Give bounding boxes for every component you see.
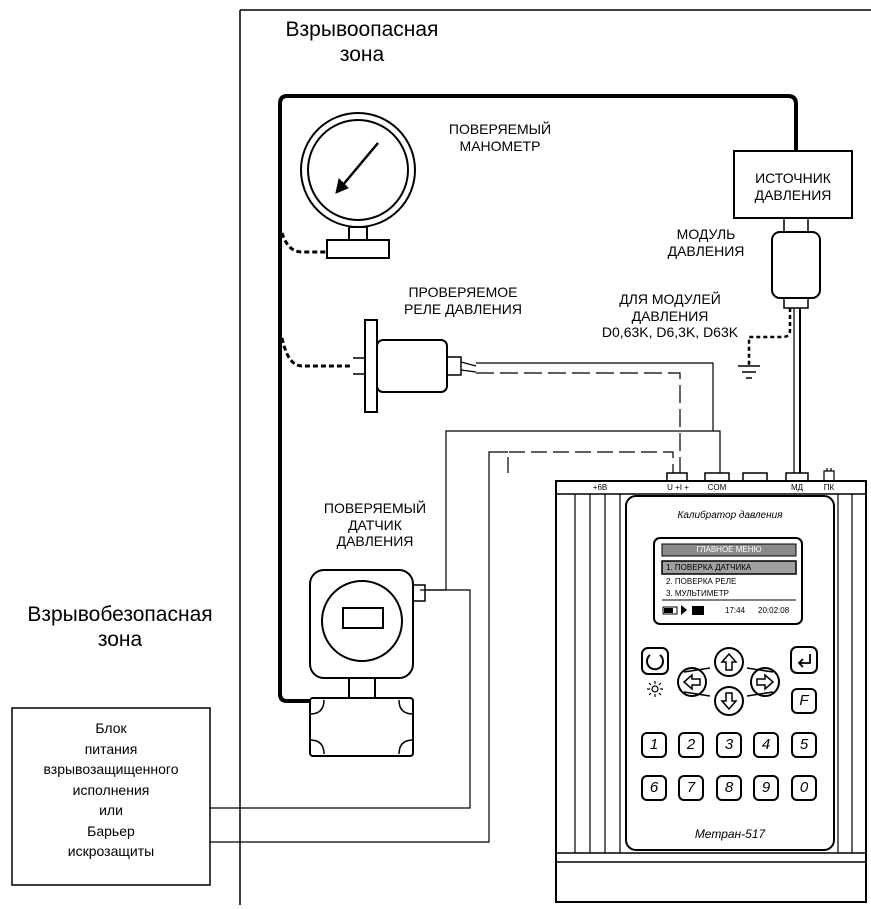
pressure-line (278, 94, 798, 703)
relay-label: ПРОВЕРЯЕМОЕ РЕЛЕ ДАВЛЕНИЯ (404, 284, 522, 317)
label-md: МД (790, 483, 804, 492)
manometer-base (326, 239, 390, 259)
safe-zone-label: Взрывобезопасная зона (27, 603, 213, 651)
digit-key-9[interactable]: 9 (753, 775, 779, 801)
lcd-frame (653, 537, 803, 625)
down-key (714, 686, 744, 716)
hazardous-zone-label: Взрывоопасная зона (285, 18, 439, 66)
modules-note: ДЛЯ МОДУЛЕЙ ДАВЛЕНИЯ D0,63K, D6,3K, D63K (601, 291, 739, 341)
sensor-body (309, 697, 414, 757)
power-block-label: Блок питания взрывозащищенного исполнени… (43, 720, 179, 859)
calibrator-front-panel (625, 495, 835, 851)
digit-key-5[interactable]: 5 (791, 732, 817, 758)
lcd-time-2: 20:02:08 (758, 606, 790, 615)
lcd-time-1: 17:44 (725, 606, 746, 615)
sensor-label: ПОВЕРЯЕМЫЙ ДАТЧИК ДАВЛЕНИЯ (323, 500, 427, 550)
relay-flange (364, 319, 378, 413)
label-ui: U +I + (667, 483, 689, 492)
digit-key-2[interactable]: 2 (678, 732, 704, 758)
lcd-header: ГЛАВНОЕ МЕНЮ (696, 545, 762, 554)
relay-tap (280, 337, 352, 368)
pressure-source-label: ИСТОЧНИК ДАВЛЕНИЯ (754, 170, 832, 203)
pressure-module-body (771, 231, 821, 299)
calibrator-title: Калибратор давления (677, 510, 783, 521)
connector-blank (742, 472, 768, 482)
right-key (750, 667, 780, 697)
digit-key-0[interactable]: 0 (791, 775, 817, 801)
module-ground-dashed (747, 308, 792, 366)
label-plus6v: +6В (592, 483, 608, 492)
enter-key (790, 646, 818, 674)
sensor-display (342, 607, 384, 629)
left-key (677, 667, 707, 697)
connector-ui (666, 472, 688, 482)
f-key[interactable]: F (791, 688, 817, 714)
calibrator-model: Метран-517 (694, 827, 766, 841)
connector-pk (823, 468, 835, 481)
pressure-module-label: МОДУЛЬ ДАВЛЕНИЯ (667, 226, 745, 259)
lcd-menu-item-1[interactable]: 1. ПОВЕРКА ДАТЧИКА (666, 563, 752, 572)
manometer-tap (280, 232, 326, 254)
manometer-label: ПОВЕРЯЕМЫЙ МАНОМЕТР (448, 121, 552, 154)
manometer-needle (341, 142, 379, 187)
connector-com (704, 472, 730, 482)
up-key (714, 647, 744, 677)
connector-md (785, 472, 809, 482)
digit-key-3[interactable]: 3 (716, 732, 742, 758)
digit-key-4[interactable]: 4 (753, 732, 779, 758)
power-key (641, 647, 669, 675)
power-block (11, 707, 211, 886)
digit-key-8[interactable]: 8 (716, 775, 742, 801)
label-pk: ПК (823, 483, 835, 492)
lcd-menu-item-2[interactable]: 2. ПОВЕРКА РЕЛЕ (666, 577, 737, 586)
digit-key-6[interactable]: 6 (641, 775, 667, 801)
digit-key-7[interactable]: 7 (678, 775, 704, 801)
digit-key-1[interactable]: 1 (641, 732, 667, 758)
manometer-gauge (300, 112, 416, 228)
label-com: COM (707, 483, 727, 492)
lcd-menu-item-3[interactable]: 3. МУЛЬТИМЕТР (666, 589, 729, 598)
relay-body (376, 339, 448, 393)
